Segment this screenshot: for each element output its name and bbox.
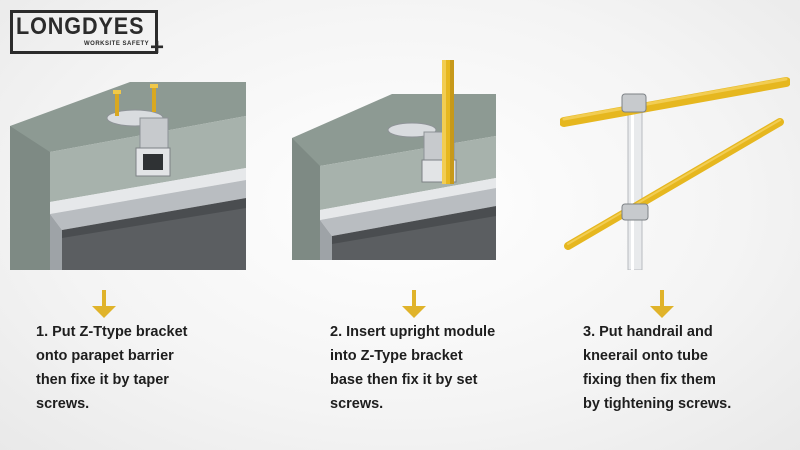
logo-frame: [10, 10, 158, 54]
illustration-step-3: [560, 77, 790, 270]
brand-logo: LONGDYES WORKSITE SAFETY +: [10, 10, 170, 62]
arrow-down-icon: [402, 290, 426, 318]
logo-wordmark: LONGDYES: [16, 13, 145, 40]
illustration-step-1: [10, 82, 246, 270]
arrow-down-icon: [650, 290, 674, 318]
step-1-instruction: 1. Put Z-Ttype bracket onto parapet barr…: [36, 324, 188, 412]
logo-plus-icon: +: [150, 34, 165, 61]
step-2-instruction: 2. Insert upright module into Z-Type bra…: [330, 324, 496, 412]
illustration-step-2: [292, 60, 496, 260]
step-3-instruction: 3. Put handrail and kneerail onto tube f…: [583, 324, 732, 412]
arrow-down-icon: [92, 290, 116, 318]
logo-tagline: WORKSITE SAFETY: [84, 41, 150, 47]
